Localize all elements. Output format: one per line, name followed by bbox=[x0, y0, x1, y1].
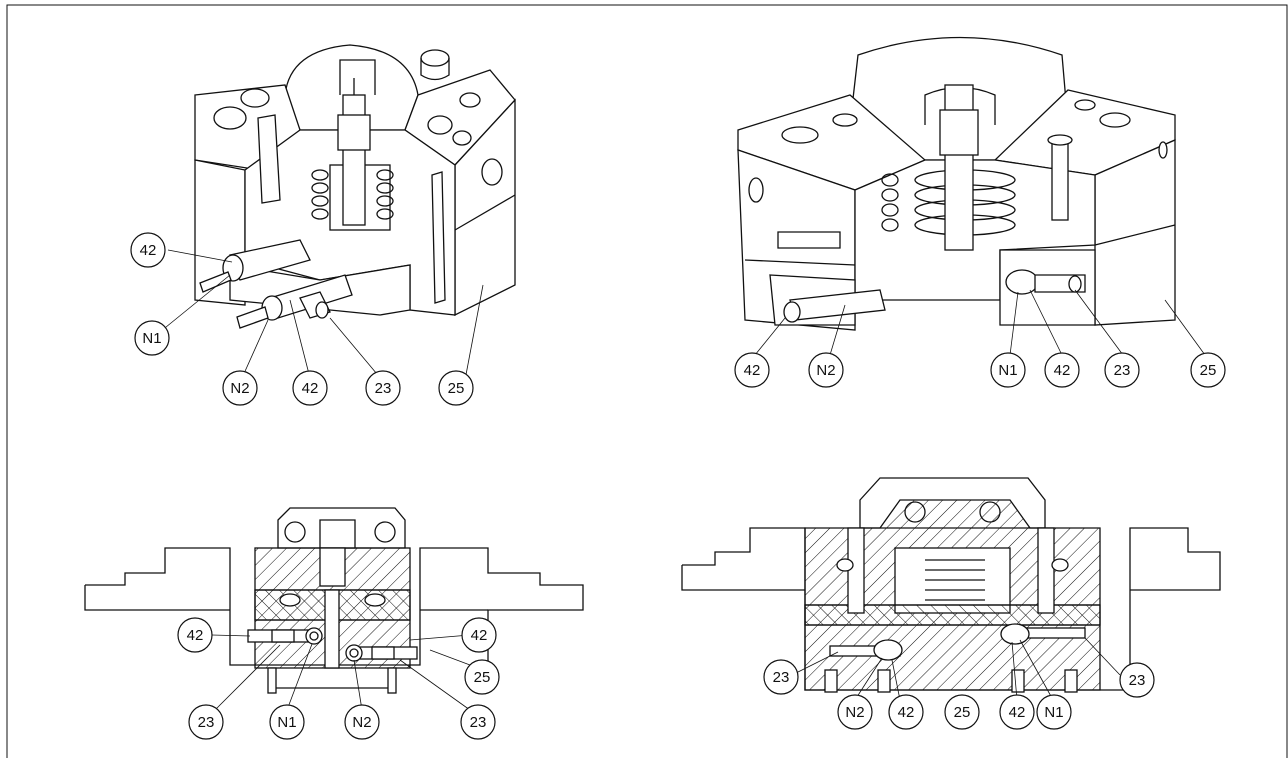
callout-label: N2 bbox=[845, 704, 864, 721]
callout-bottom-right-2: N2 bbox=[837, 694, 873, 730]
callout-label: 42 bbox=[1009, 704, 1026, 721]
callout-label: N1 bbox=[998, 362, 1017, 379]
callout-top-right-2: N2 bbox=[808, 352, 844, 388]
callout-top-left-5: 23 bbox=[365, 370, 401, 406]
sheet-border bbox=[6, 4, 1288, 758]
callout-top-right-5: 23 bbox=[1104, 352, 1140, 388]
callout-bottom-right-4: 25 bbox=[944, 694, 980, 730]
view-top-left-isometric bbox=[154, 44, 516, 381]
callout-bottom-left-7: 23 bbox=[460, 704, 496, 740]
callout-top-left-6: 25 bbox=[438, 370, 474, 406]
callout-label: N1 bbox=[142, 330, 161, 347]
callout-bottom-right-7: 23 bbox=[1119, 662, 1155, 698]
callout-bottom-left-4: 23 bbox=[188, 704, 224, 740]
callout-label: 42 bbox=[471, 627, 488, 644]
callout-bottom-right-1: 23 bbox=[763, 659, 799, 695]
callout-bottom-right-3: 42 bbox=[888, 694, 924, 730]
callout-top-right-4: 42 bbox=[1044, 352, 1080, 388]
callout-bottom-right-6: N1 bbox=[1036, 694, 1072, 730]
callout-label: N2 bbox=[816, 362, 835, 379]
view-top-right-isometric bbox=[737, 36, 1206, 356]
callout-top-left-4: 42 bbox=[292, 370, 328, 406]
callout-label: 23 bbox=[198, 714, 215, 731]
callout-label: 25 bbox=[1200, 362, 1217, 379]
callout-label: N1 bbox=[1044, 704, 1063, 721]
callout-label: 25 bbox=[448, 380, 465, 397]
callout-label: 23 bbox=[470, 714, 487, 731]
callout-top-left-3: N2 bbox=[222, 370, 258, 406]
callout-top-right-3: N1 bbox=[990, 352, 1026, 388]
callout-bottom-left-6: N2 bbox=[344, 704, 380, 740]
callout-label: 42 bbox=[302, 380, 319, 397]
callout-top-right-6: 25 bbox=[1190, 352, 1226, 388]
callout-label: 25 bbox=[474, 669, 491, 686]
callout-bottom-left-1: 42 bbox=[177, 617, 213, 653]
callout-label: 23 bbox=[375, 380, 392, 397]
callout-label: 23 bbox=[773, 669, 790, 686]
callout-label: 42 bbox=[744, 362, 761, 379]
callout-label: 42 bbox=[898, 704, 915, 721]
callout-label: 25 bbox=[954, 704, 971, 721]
callout-label: N2 bbox=[352, 714, 371, 731]
callout-label: N2 bbox=[230, 380, 249, 397]
callout-label: 23 bbox=[1114, 362, 1131, 379]
callout-bottom-right-5: 42 bbox=[999, 694, 1035, 730]
callout-label: 42 bbox=[1054, 362, 1071, 379]
callout-label: N1 bbox=[277, 714, 296, 731]
callout-top-left-2: N1 bbox=[134, 320, 170, 356]
view-bottom-right-section bbox=[681, 477, 1221, 701]
callout-label: 23 bbox=[1129, 672, 1146, 689]
callout-bottom-left-3: 25 bbox=[464, 659, 500, 695]
view-bottom-left-section bbox=[84, 507, 584, 711]
callout-top-left-1: 42 bbox=[130, 232, 166, 268]
callout-label: 42 bbox=[187, 627, 204, 644]
callout-bottom-left-5: N1 bbox=[269, 704, 305, 740]
callout-bottom-left-2: 42 bbox=[461, 617, 497, 653]
callout-top-right-1: 42 bbox=[734, 352, 770, 388]
callout-label: 42 bbox=[140, 242, 157, 259]
